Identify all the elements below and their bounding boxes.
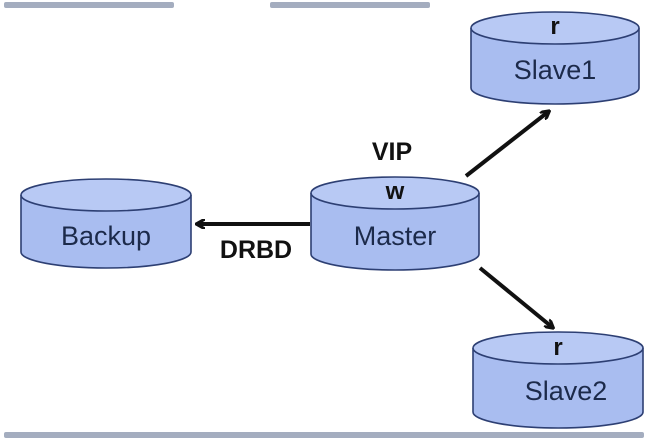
- edge-master-to-slave1: [464, 112, 548, 178]
- node-slave1: r Slave1: [470, 11, 640, 105]
- cut-off-bottom-caption: [0, 428, 660, 440]
- vip-label: VIP: [372, 138, 412, 166]
- node-label: Slave2: [525, 376, 608, 406]
- cylinder-top: [470, 11, 640, 45]
- node-mode-label: w: [385, 178, 405, 205]
- cylinder-body: [472, 348, 644, 429]
- cut-off-top-caption: [0, 0, 660, 12]
- cylinder-top: [310, 176, 480, 210]
- node-backup: Backup: [20, 178, 192, 269]
- cylinder-body: [310, 193, 480, 271]
- node-master: w Master: [310, 176, 480, 271]
- cylinder-top: [472, 331, 644, 365]
- node-label: Slave1: [514, 55, 597, 85]
- drbd-label: DRBD: [220, 236, 292, 264]
- cylinder-top: [20, 178, 192, 212]
- node-label: Backup: [61, 221, 151, 251]
- node-label: Master: [354, 221, 437, 251]
- node-mode-label: r: [550, 13, 559, 40]
- cylinder-body: [20, 195, 192, 269]
- edge-master-to-slave2: [478, 266, 552, 327]
- node-slave2: r Slave2: [472, 331, 644, 429]
- cylinder-body: [470, 28, 640, 105]
- node-mode-label: r: [553, 334, 562, 361]
